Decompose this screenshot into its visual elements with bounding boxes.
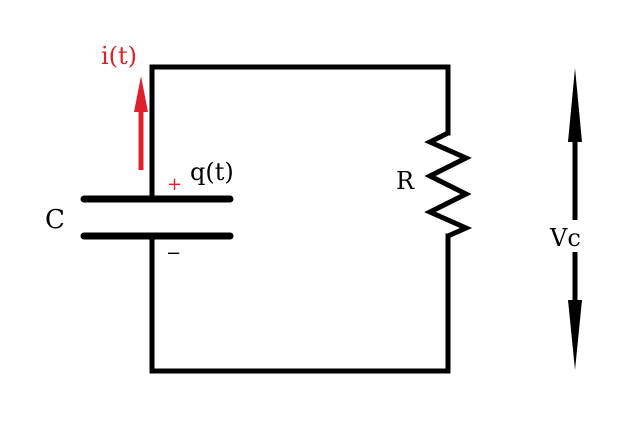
- plus-sign: +: [167, 174, 182, 195]
- resistor-label: R: [396, 167, 415, 195]
- resistor-zigzag: [424, 130, 473, 239]
- current-arrow-head: [134, 76, 148, 112]
- voltage-arrow: [568, 68, 582, 370]
- capacitor-label: C: [45, 205, 65, 235]
- current-label: i(t): [101, 42, 137, 70]
- wires: [149, 64, 451, 374]
- current-arrow: [134, 76, 148, 170]
- voltage-arrow-head-down: [568, 300, 582, 370]
- charge-label: q(t): [190, 158, 234, 186]
- wire-top-left: [149, 64, 451, 199]
- minus-sign: −: [166, 243, 181, 264]
- capacitor: [80, 195, 234, 240]
- wire-bottom: [149, 233, 451, 374]
- voltage-label: Vc: [549, 224, 581, 252]
- voltage-arrow-head-up: [568, 68, 582, 142]
